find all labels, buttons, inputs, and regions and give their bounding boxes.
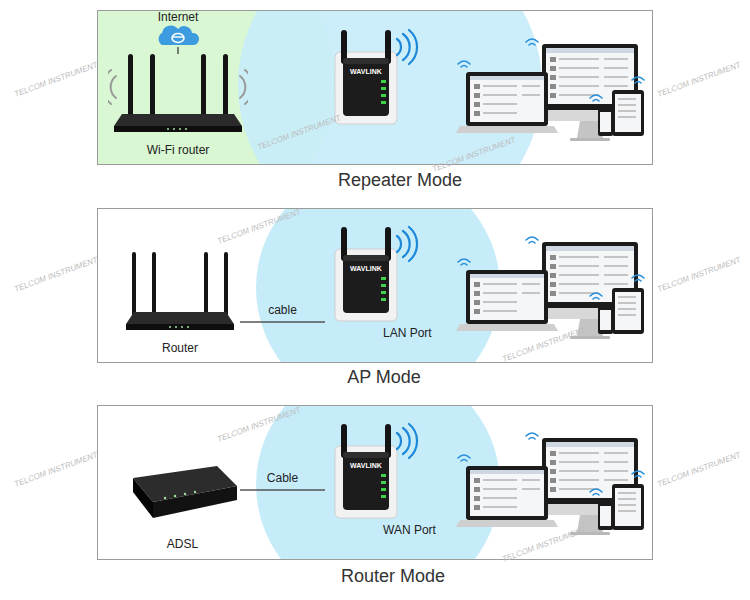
extender-icon — [325, 225, 425, 325]
watermark-text: TELCOM INSTRUMENT — [13, 255, 99, 294]
watermark-text: TELCOM INSTRUMENT — [656, 450, 742, 489]
wifi-router: Wi-Fi router — [108, 54, 248, 162]
panel-title: Repeater Mode — [338, 170, 462, 191]
coverage-area — [256, 406, 500, 559]
device-label: ADSL — [167, 538, 198, 552]
watermark-text: TELCOM INSTRUMENT — [13, 450, 99, 489]
extender-icon — [325, 28, 425, 128]
range-extender: WAVLINK WAN Port — [325, 422, 455, 544]
device-label: Router — [162, 342, 198, 356]
watermark-text: TELCOM INSTRUMENT — [13, 60, 99, 99]
range-extender: WAVLINK LAN Port — [325, 225, 455, 347]
port-label: WAN Port — [383, 524, 436, 538]
device-label: Internet — [158, 11, 199, 25]
edge-label: cable — [268, 304, 297, 318]
panel-title: Router Mode — [341, 566, 445, 587]
watermark-text: TELCOM INSTRUMENT — [431, 135, 517, 174]
brand-logo: WAVLINK — [343, 68, 389, 76]
watermark-text: TELCOM INSTRUMENT — [656, 255, 742, 294]
brand-logo: WAVLINK — [343, 265, 389, 273]
port-label: LAN Port — [383, 327, 432, 341]
watermark-text: TELCOM INSTRUMENT — [501, 525, 587, 564]
extender-icon — [325, 422, 425, 522]
brand-logo: WAVLINK — [343, 462, 389, 470]
internet-cloud: Internet — [150, 11, 206, 47]
cloud-icon — [150, 24, 206, 46]
mode-panel: Router Mode ADSL WAVLINK WAN Port — [97, 405, 653, 590]
coverage-area — [256, 209, 500, 362]
client-devices — [456, 433, 644, 535]
watermark-text: TELCOM INSTRUMENT — [216, 207, 302, 246]
watermark-text: TELCOM INSTRUMENT — [656, 60, 742, 99]
mode-panel: AP Mode Router WAVLINK LAN Port — [97, 208, 653, 393]
cable-line — [240, 321, 325, 323]
modem-icon — [125, 460, 240, 536]
range-extender: WAVLINK — [325, 28, 425, 128]
client-devices — [456, 237, 644, 339]
cable-line — [240, 489, 325, 491]
router-icon — [120, 252, 240, 340]
watermark-text: TELCOM INSTRUMENT — [501, 325, 587, 364]
mode-panel: Repeater Mode InternetWi-Fi router WAVLINK — [97, 10, 653, 195]
watermark-text: TELCOM INSTRUMENT — [216, 405, 302, 444]
router: Router — [120, 252, 240, 360]
watermark-text: TELCOM INSTRUMENT — [256, 113, 342, 152]
router-icon — [108, 54, 248, 142]
adsl-modem: ADSL — [125, 460, 240, 555]
cable-line — [177, 47, 179, 54]
client-devices — [456, 39, 644, 141]
device-label: Wi-Fi router — [147, 144, 210, 158]
panel-title: AP Mode — [347, 367, 421, 388]
edge-label: Cable — [267, 472, 298, 486]
